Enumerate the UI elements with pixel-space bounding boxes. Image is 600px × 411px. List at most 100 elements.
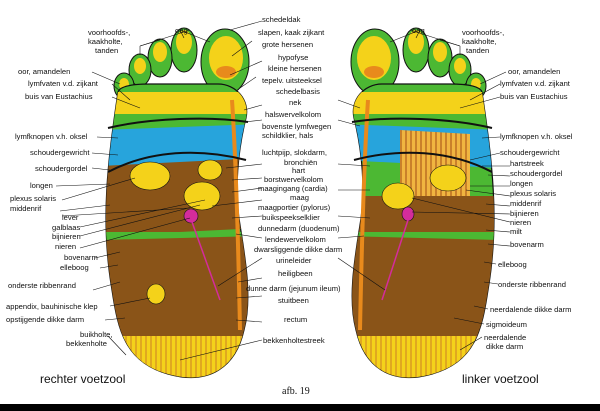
label-kleine: kleine hersenen — [268, 64, 322, 73]
label-r-oor: oor, amandelen — [18, 67, 70, 76]
label-r-middenrif: middenrif — [10, 204, 42, 213]
label-l-kaakholte: kaakholte, — [462, 37, 497, 46]
label-r-lymfknopen: lymfknopen v.h. oksel — [15, 132, 88, 141]
label-r-longen: longen — [30, 181, 53, 190]
label-l-milt: milt — [510, 227, 523, 236]
label-l-schoudergewricht: schoudergewricht — [500, 148, 560, 157]
label-r-nieren: nieren — [55, 242, 76, 251]
label-schildklier: schildklier, hals — [262, 131, 313, 140]
right-foot-title: rechter voetzool — [40, 372, 125, 386]
left-diaphragm-line — [353, 151, 493, 173]
label-r-buikholte: buikholte, — [80, 330, 113, 339]
label-jejunum: dunne darm (jejunum ileum) — [246, 284, 341, 293]
label-r-bijnieren: bijnieren — [52, 232, 81, 241]
label-hypofyse: hypofyse — [278, 53, 308, 62]
left-kidney-blob — [381, 182, 415, 210]
left-lumbar-band — [352, 232, 495, 242]
left-adrenal-blob — [401, 206, 415, 222]
label-r-galblaas: galblaas — [52, 223, 80, 232]
label-borstwervel: borstwervelkolom — [264, 175, 323, 184]
label-dunnedarm: dunnedarm (duodenum) — [258, 224, 340, 233]
right-toe-3-yellow — [153, 42, 167, 62]
right-appendix-blob — [146, 283, 166, 305]
label-r-kaakholte: kaakholte, — [88, 37, 123, 46]
right-plexus-blob — [129, 161, 171, 191]
left-plexus-blob — [429, 164, 467, 192]
label-lendewervel: lendewervelkolom — [265, 235, 326, 244]
right-kidney-blob — [183, 181, 221, 211]
label-r-lymfvaten: lymfvaten v.d. zijkant — [28, 79, 99, 88]
right-ureter-line — [191, 221, 221, 301]
label-maagingang: maagingang (cardia) — [258, 184, 328, 193]
label-l-lymfvaten: lymfvaten v.d. zijkant — [500, 79, 571, 88]
label-rectum: rectum — [284, 315, 307, 324]
label-stuitbeen: stuitbeen — [278, 296, 309, 305]
label-l-bovenarm: bovenarm — [510, 240, 544, 249]
label-schedeldak: schedeldak — [262, 15, 301, 24]
right-neck-band — [105, 92, 248, 114]
label-r-buis: buis van Eustachius — [25, 92, 93, 101]
label-luchtpijp: luchtpijp, slokdarm, — [262, 148, 327, 157]
right-lumbar-band — [105, 232, 248, 242]
label-r-schoudergewricht: schoudergewricht — [30, 148, 90, 157]
right-spine-strip — [230, 99, 242, 331]
left-foot-title: linker voetzool — [462, 372, 539, 386]
right-shoulder-line — [107, 117, 249, 129]
left-toe-3-yellow — [433, 42, 447, 62]
label-l-hartstreek: hartstreek — [510, 159, 544, 168]
left-spine-strip — [358, 99, 370, 331]
right-toe-4-yellow — [134, 58, 146, 74]
label-l-neerdalende2: neerdalende — [484, 333, 526, 342]
label-l-elleboog: elleboog — [498, 260, 527, 269]
label-l-neerdalende: neerdalende dikke darm — [490, 305, 571, 314]
left-neck-band — [352, 92, 495, 114]
left-intestine-zone — [352, 236, 495, 336]
label-l-plexus: plexus solaris — [510, 189, 556, 198]
label-maag: maag — [290, 193, 309, 202]
left-shoulder-line — [351, 117, 493, 129]
label-l-oor: oor, amandelen — [508, 67, 560, 76]
right-toe-2-yellow — [176, 30, 192, 54]
label-slapen: slapen, kaak zijkant — [258, 28, 325, 37]
label-r-elleboog: elleboog — [60, 263, 89, 272]
left-ureter-line — [381, 219, 409, 301]
right-gall-blob — [197, 159, 223, 181]
label-r-ribbenrand: onderste ribbenrand — [8, 281, 76, 290]
right-adrenal-blob — [183, 208, 199, 224]
label-nek: nek — [289, 98, 301, 107]
label-l-longen: longen — [510, 179, 533, 188]
label-r-oog: oog — [175, 26, 188, 35]
right-big-toe-orange — [216, 66, 236, 78]
label-r-voorhoofds: voorhoofds-, — [88, 28, 130, 37]
label-r-plexus: plexus solaris — [10, 194, 56, 203]
label-r-tanden: tanden — [95, 46, 118, 55]
left-stomach-zone — [352, 196, 495, 236]
label-r-bekkenholte: bekkenholte — [66, 339, 107, 348]
left-toe-4-yellow — [454, 58, 466, 74]
label-l-ribbenrand: onderste ribbenrand — [498, 280, 566, 289]
label-l-middenrif: middenrif — [510, 199, 542, 208]
label-bovenste: bovenste lymfwegen — [262, 122, 331, 131]
left-toe-2-yellow — [408, 30, 424, 54]
label-l-voorhoofds: voorhoofds-, — [462, 28, 504, 37]
left-big-toe-orange — [364, 66, 384, 78]
leader-lines — [55, 20, 511, 361]
left-foot — [350, 27, 495, 379]
right-intestine-zone — [105, 236, 248, 336]
label-l-nieren: nieren — [510, 218, 531, 227]
label-l-sigmoideum: sigmoideum — [486, 320, 527, 329]
figure-caption: afb. 19 — [282, 386, 310, 397]
label-buikspeeksel: buikspeekselklier — [262, 213, 320, 222]
label-bekkenholtestreek: bekkenholtestreek — [263, 336, 325, 345]
label-hersenen: grote hersenen — [262, 40, 313, 49]
label-r-opstijgende: opstijgende dikke darm — [6, 315, 84, 324]
label-l-buis: buis van Eustachius — [500, 92, 568, 101]
label-bronchien: bronchiën — [284, 158, 317, 167]
right-diaphragm-line — [107, 151, 247, 173]
label-r-bovenarm: bovenarm — [64, 253, 98, 262]
label-tepelv: tepelv. uitsteeksel — [262, 76, 322, 85]
label-l-lymfknopen: lymfknopen v.h. oksel — [500, 132, 573, 141]
